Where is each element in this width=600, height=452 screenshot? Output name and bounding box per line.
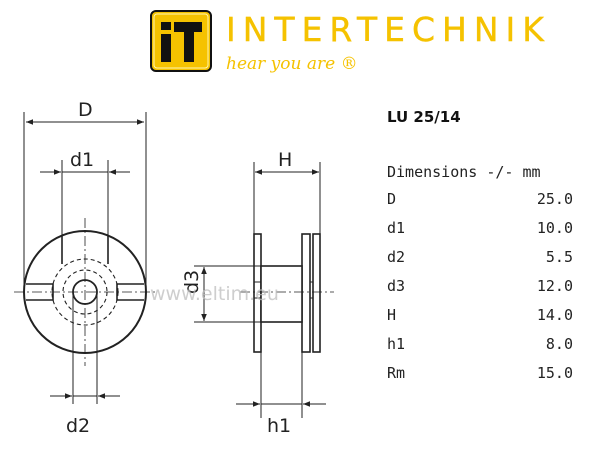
label-D: D [78,99,93,121]
dimension-row: d1 10.0 [387,219,573,248]
product-title: LU 25/14 [387,108,461,126]
brand-logo: INTERTECHNIK hear you are ® [150,10,544,76]
label-H: H [278,149,292,171]
front-view [14,218,156,366]
dimension-label: d1 [387,219,406,237]
dimension-H [253,162,321,234]
right-flange-outer [312,233,321,353]
brand-slogan: hear you are ® [226,54,358,74]
watermark: www.eltim.eu [150,283,279,305]
dimension-d1 [40,160,130,236]
dimension-value: 25.0 [536,190,573,208]
label-d2: d2 [66,415,90,437]
dimension-d2 [50,292,120,404]
dimension-label: D [387,190,397,208]
dimension-row: H 14.0 [387,306,573,335]
side-view [240,233,334,353]
dimension-value: 12.0 [536,277,573,295]
dimension-value: 5.5 [545,248,573,266]
label-d1: d1 [70,149,94,171]
intertechnik-logo-icon [150,10,212,72]
dimension-d3 [194,265,261,323]
dimension-value: 8.0 [545,335,573,353]
label-d3: d3 [181,270,203,294]
dimension-label: d2 [387,248,406,266]
bobbin-technical-drawing: D d1 d2 H h1 d3 www.eltim.eu [14,99,334,437]
dimension-D [23,112,147,292]
dimension-row: h1 8.0 [387,335,573,364]
dimension-row: d3 12.0 [387,277,573,306]
dimension-label: Rm [387,364,406,382]
dimension-row: Rm 15.0 [387,364,573,393]
dimension-value: 14.0 [536,306,573,324]
label-h1: h1 [267,415,291,437]
dimension-label: h1 [387,335,406,353]
brand-name: INTERTECHNIK [226,10,551,49]
dimension-row: d2 5.5 [387,248,573,277]
dimension-h1 [236,352,326,418]
dimension-value: 10.0 [536,219,573,237]
dimension-label: d3 [387,277,406,295]
dimension-row: D 25.0 [387,190,573,219]
dimension-label: H [387,306,397,324]
dimensions-heading: Dimensions -/- mm [387,163,541,181]
core-body [260,265,303,323]
dimension-value: 15.0 [536,364,573,382]
right-flange-inner [301,233,311,353]
